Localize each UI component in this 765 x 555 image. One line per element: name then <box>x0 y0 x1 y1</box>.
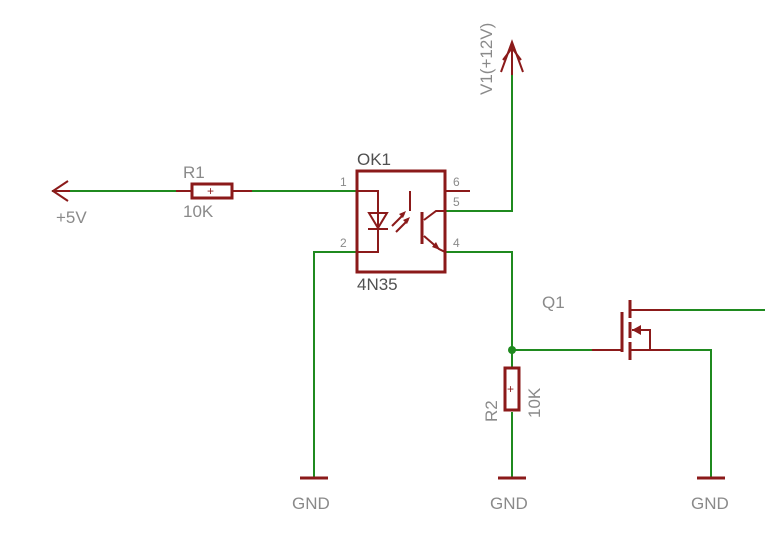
supply-12v-arrow <box>500 39 524 73</box>
wire-pin4-to-node <box>445 251 513 350</box>
r1-value: 10K <box>183 202 214 221</box>
wire-source-to-gnd <box>652 349 712 478</box>
ok1-collector <box>423 210 445 221</box>
ok1-value: 4N35 <box>357 275 398 294</box>
ok1-light-arrowhead-2 <box>403 217 410 224</box>
r2-plus-mark: + <box>507 382 514 396</box>
q1-name: Q1 <box>542 293 565 312</box>
ok1-name: OK1 <box>357 150 391 169</box>
ok1-led-triangle <box>367 212 389 230</box>
ok1-pin4-label: 4 <box>453 236 460 250</box>
gnd3-label: GND <box>691 494 729 513</box>
r2-body <box>503 366 521 412</box>
ok1-pin5-label: 5 <box>453 195 460 209</box>
gnd2-label: GND <box>490 494 528 513</box>
ok1-body <box>355 169 447 274</box>
ok1-led-wire <box>357 190 379 253</box>
r2-value: 10K <box>525 387 544 418</box>
ok1-light-arrowhead-1 <box>399 211 406 218</box>
r2-name: R2 <box>482 400 501 422</box>
wire-pin5-to-12v <box>445 55 513 212</box>
ok1-pin2-label: 2 <box>340 236 347 250</box>
r1-name: R1 <box>183 163 205 182</box>
supply-12v-label: V1(+12V) <box>477 23 496 95</box>
junction-dot <box>508 346 516 354</box>
q1-body-arrow <box>632 325 641 335</box>
gnd1-label: GND <box>292 494 330 513</box>
r1-plus-mark: + <box>207 184 214 198</box>
wire-pin2-to-gnd <box>313 251 357 478</box>
r1-body <box>190 182 234 200</box>
ok1-pin1-label: 1 <box>340 175 347 189</box>
ok1-pin6-label: 6 <box>453 175 460 189</box>
ok1-emitter-arrow <box>432 242 440 250</box>
supply-5v-label: +5V <box>56 208 87 227</box>
